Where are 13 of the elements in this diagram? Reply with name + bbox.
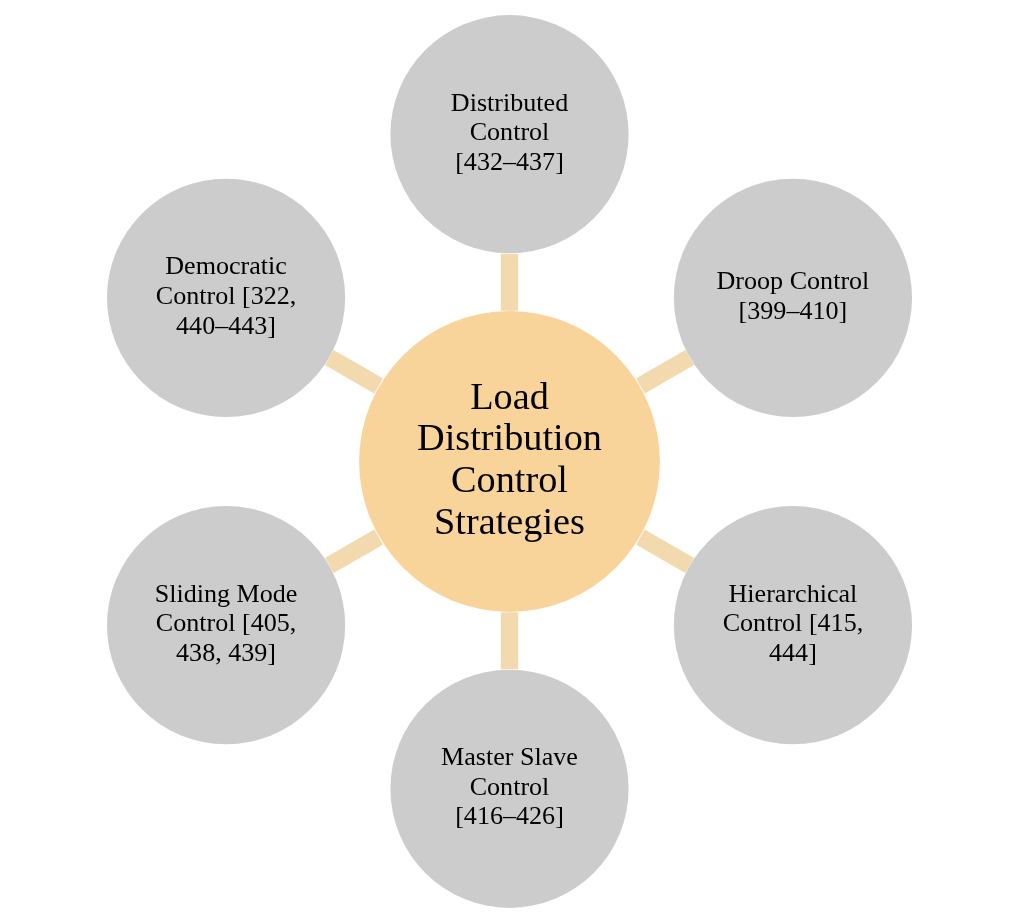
connector: [635, 349, 694, 394]
connector: [635, 529, 694, 574]
connector: [500, 612, 518, 670]
connector: [500, 253, 518, 311]
node-circle: Sliding Mode Control [405, 438, 439]: [106, 506, 345, 745]
node-circle: Load Distribution Control Strategies: [358, 311, 660, 612]
node-circle: Hierarchical Control [415, 444]: [673, 506, 912, 745]
node-circle: Master Slave Control [416–426]: [389, 669, 629, 908]
node-circle: Distributed Control [432–437]: [389, 15, 629, 254]
connector: [324, 529, 383, 574]
node-circle: Droop Control [399–410]: [673, 178, 912, 417]
connector: [324, 349, 383, 394]
node-circle: Democratic Control [322, 440–443]: [106, 178, 345, 417]
